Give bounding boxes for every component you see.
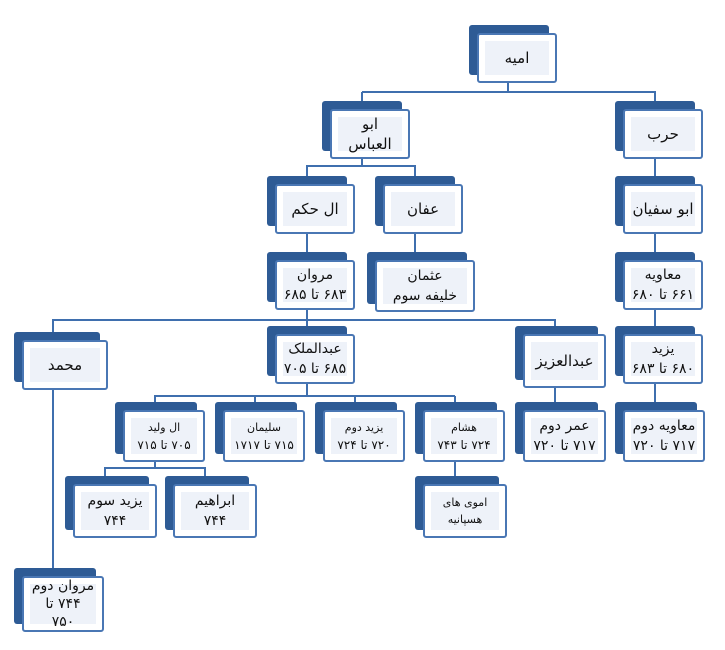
node-harb-name: حرب — [647, 125, 679, 143]
node-marwan2-years-start: ۷۴۴ تا — [45, 596, 81, 612]
node-yazid1: یزید ۶۸۰ تا ۶۸۳ — [615, 326, 703, 384]
node-hakam: ال حکم — [267, 176, 355, 234]
node-ibrahim-years: ۷۴۴ — [203, 513, 227, 529]
node-sulayman-years: ۷۱۵ تا ۱۷۱۷ — [234, 437, 294, 452]
node-muawiya-years: ۶۶۱ تا ۶۸۰ — [631, 287, 695, 303]
node-umar2: عمر دوم ۷۱۷ تا ۷۲۰ — [515, 402, 606, 462]
node-affan: عفان — [375, 176, 463, 234]
node-harb: حرب — [615, 101, 703, 159]
node-marwan-name: مروان — [296, 267, 334, 283]
node-muawiya2-years: ۷۱۷ تا ۷۲۰ — [632, 438, 696, 454]
node-abulas: ابو العباس — [322, 101, 410, 159]
node-muhammad-name: محمد — [47, 356, 83, 374]
node-abusufyan: ابو سفیان — [615, 176, 703, 234]
node-ibrahim-name: ابراهیم — [194, 493, 236, 509]
node-marwan2-name: مروان دوم — [31, 578, 95, 594]
node-abusufyan-name: ابو سفیان — [632, 200, 694, 218]
node-marwan2-years-end: ۷۵۰ — [51, 614, 75, 630]
node-umar2-name: عمر دوم — [539, 418, 590, 434]
node-marwan-years: ۶۸۳ تا ۶۸۵ — [283, 287, 347, 303]
node-sulayman: سلیمان ۷۱۵ تا ۱۷۱۷ — [215, 402, 305, 462]
node-yazid1-name: یزید — [651, 341, 675, 357]
node-yazid3-name: یزید سوم — [87, 493, 143, 509]
node-muawiya2-name: معاویه دوم — [632, 418, 696, 434]
node-ibrahim: ابراهیم ۷۴۴ — [165, 476, 257, 538]
node-walid-years: ۷۰۵ تا ۷۱۵ — [137, 437, 191, 452]
node-muawiya: معاویه ۶۶۱ تا ۶۸۰ — [615, 252, 703, 310]
node-muawiya-name: معاویه — [644, 267, 682, 283]
node-hisham-years: ۷۲۴ تا ۷۴۳ — [437, 437, 491, 452]
node-uthman: عثمان خلیفه سوم — [367, 252, 475, 312]
node-umawi-spain-line2: هسپانیه — [447, 513, 483, 526]
node-abdulaziz: عبدالعزیز — [515, 326, 606, 388]
node-yazid1-years: ۶۸۰ تا ۶۸۳ — [631, 361, 695, 377]
node-walid-name: ال ولید — [147, 420, 181, 434]
node-abdulmalik-name: عبدالملک — [288, 341, 342, 357]
node-umayya: امیه — [469, 25, 557, 83]
node-abdulmalik-years: ۶۸۵ تا ۷۰۵ — [283, 361, 347, 377]
node-hisham-name: هشام — [451, 420, 477, 434]
node-abdulaziz-name: عبدالعزیز — [535, 352, 594, 370]
node-walid: ال ولید ۷۰۵ تا ۷۱۵ — [115, 402, 205, 462]
node-affan-name: عفان — [406, 200, 440, 218]
node-hakam-name: ال حکم — [291, 200, 339, 218]
node-umawi-spain: اموی های هسپانیه — [415, 476, 507, 538]
node-marwan2: مروان دوم ۷۴۴ تا ۷۵۰ — [14, 568, 104, 632]
node-umar2-years: ۷۱۷ تا ۷۲۰ — [533, 438, 596, 454]
node-yazid3: یزید سوم ۷۴۴ — [65, 476, 157, 538]
node-yazid2-years: ۷۲۰ تا ۷۲۴ — [337, 437, 391, 452]
node-abulas-name: ابو العباس — [348, 115, 392, 153]
node-hisham: هشام ۷۲۴ تا ۷۴۳ — [415, 402, 505, 462]
node-umayya-name: امیه — [504, 49, 530, 67]
node-uthman-name: عثمان — [407, 268, 443, 284]
node-muawiya2: معاویه دوم ۷۱۷ تا ۷۲۰ — [615, 402, 705, 462]
node-sulayman-name: سلیمان — [247, 420, 281, 434]
node-marwan: مروان ۶۸۳ تا ۶۸۵ — [267, 252, 355, 310]
node-uthman-title: خلیفه سوم — [392, 288, 458, 304]
node-yazid3-years: ۷۴۴ — [103, 513, 127, 529]
node-abdulmalik: عبدالملک ۶۸۵ تا ۷۰۵ — [267, 326, 355, 384]
node-yazid2: یزید دوم ۷۲۰ تا ۷۲۴ — [315, 402, 405, 462]
node-muhammad: محمد — [14, 332, 108, 390]
node-umawi-spain-line1: اموی های — [442, 496, 488, 509]
node-yazid2-name: یزید دوم — [344, 420, 384, 434]
